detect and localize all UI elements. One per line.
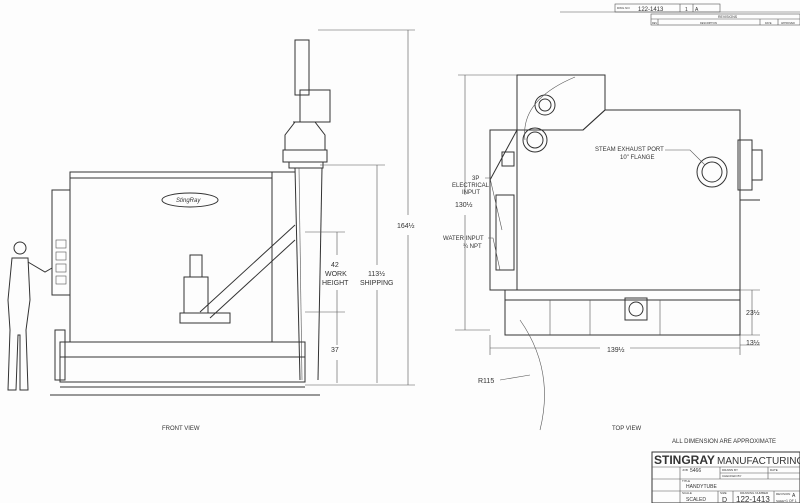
scale-value: SCALED [686, 497, 706, 503]
job-number: 5466 [690, 468, 701, 474]
top-view-label: TOP VIEW [612, 426, 641, 432]
scale-label: SCALE [682, 491, 692, 495]
dim-37: 37 [331, 347, 339, 354]
drawing-number-label: DRAWING NUMBER [740, 491, 769, 495]
drawing-number: 122-1413 [736, 495, 770, 503]
stingray-logo: StingRay [176, 198, 201, 204]
dim-tray: 23½ [746, 309, 760, 317]
dim-work-height: 42 [331, 262, 339, 269]
dim-shipping: 113½ [368, 270, 385, 278]
dim-radius: R115 [478, 378, 494, 385]
sheet-value: 1 OF 1 [786, 499, 797, 503]
job-label: JOB [682, 468, 688, 472]
dim-offset: 13½ [746, 339, 760, 347]
drawing-no: 122-1413 [638, 7, 664, 13]
company-name: STINGRAY [654, 453, 715, 467]
sheet-no: 1 [685, 7, 688, 13]
checked-by-label: CHECKED BY [722, 474, 742, 478]
size-value: D [722, 497, 727, 503]
electrical-callout: 3P [472, 176, 479, 182]
dim-width: 139½ [607, 346, 625, 354]
front-dimensions: 42 WORK HEIGHT 37 113½ SHIPPING 164½ [305, 29, 415, 386]
drawing-no-label: DWG NO [617, 6, 630, 10]
operator-figure [7, 241, 53, 391]
sheet-label: SHEET [776, 499, 786, 503]
col-approved: APPROVED [781, 22, 795, 25]
drawn-by-label: DRAWN BY [722, 468, 738, 472]
water-callout-2: ¾ NPT [463, 244, 482, 250]
top-dimensions: STEAM EXHAUST PORT 10" FLANGE 3P ELECTRI… [443, 74, 760, 431]
drawing-title: HANDYTUBE [686, 484, 718, 490]
revision-block: DWG NO 122-1413 1 A REVISIONS REV DESCRI… [560, 3, 800, 26]
top-view: TOP VIEW [489, 74, 763, 432]
col-rev: REV [652, 22, 657, 25]
company-name-rest: MANUFACTURING [717, 456, 800, 467]
date-label: DATE [770, 468, 778, 472]
revisions-title: REVISIONS [718, 15, 738, 19]
dim-overall: 164½ [397, 222, 415, 230]
steam-port-flange: 10" FLANGE [620, 155, 654, 161]
front-view: StingRay FRONT VIEW [7, 39, 331, 432]
steam-port-callout: STEAM EXHAUST PORT [595, 147, 664, 153]
revision-value: A [792, 493, 796, 499]
approximate-note: ALL DIMENSION ARE APPROXIMATE [672, 439, 776, 445]
dim-depth: 130½ [455, 201, 473, 209]
dim-shipping-label: SHIPPING [360, 280, 393, 287]
dim-work-label: WORK [325, 271, 347, 278]
col-date: DATE [765, 22, 772, 25]
size-label: SIZE [720, 491, 727, 495]
water-callout: WATER INPUT [443, 236, 484, 242]
electrical-callout-3: INPUT [462, 190, 480, 196]
revision-label: REVISION [776, 492, 790, 496]
title-label: TITLE [682, 479, 690, 483]
col-description: DESCRIPTION [700, 22, 717, 25]
title-block: STINGRAY MANUFACTURING JOB 5466 DRAWN BY… [651, 451, 800, 503]
dim-height-label: HEIGHT [322, 280, 349, 287]
electrical-callout-2: ELECTRICAL [452, 183, 490, 189]
rev-no: A [695, 7, 699, 13]
front-view-label: FRONT VIEW [162, 426, 200, 432]
